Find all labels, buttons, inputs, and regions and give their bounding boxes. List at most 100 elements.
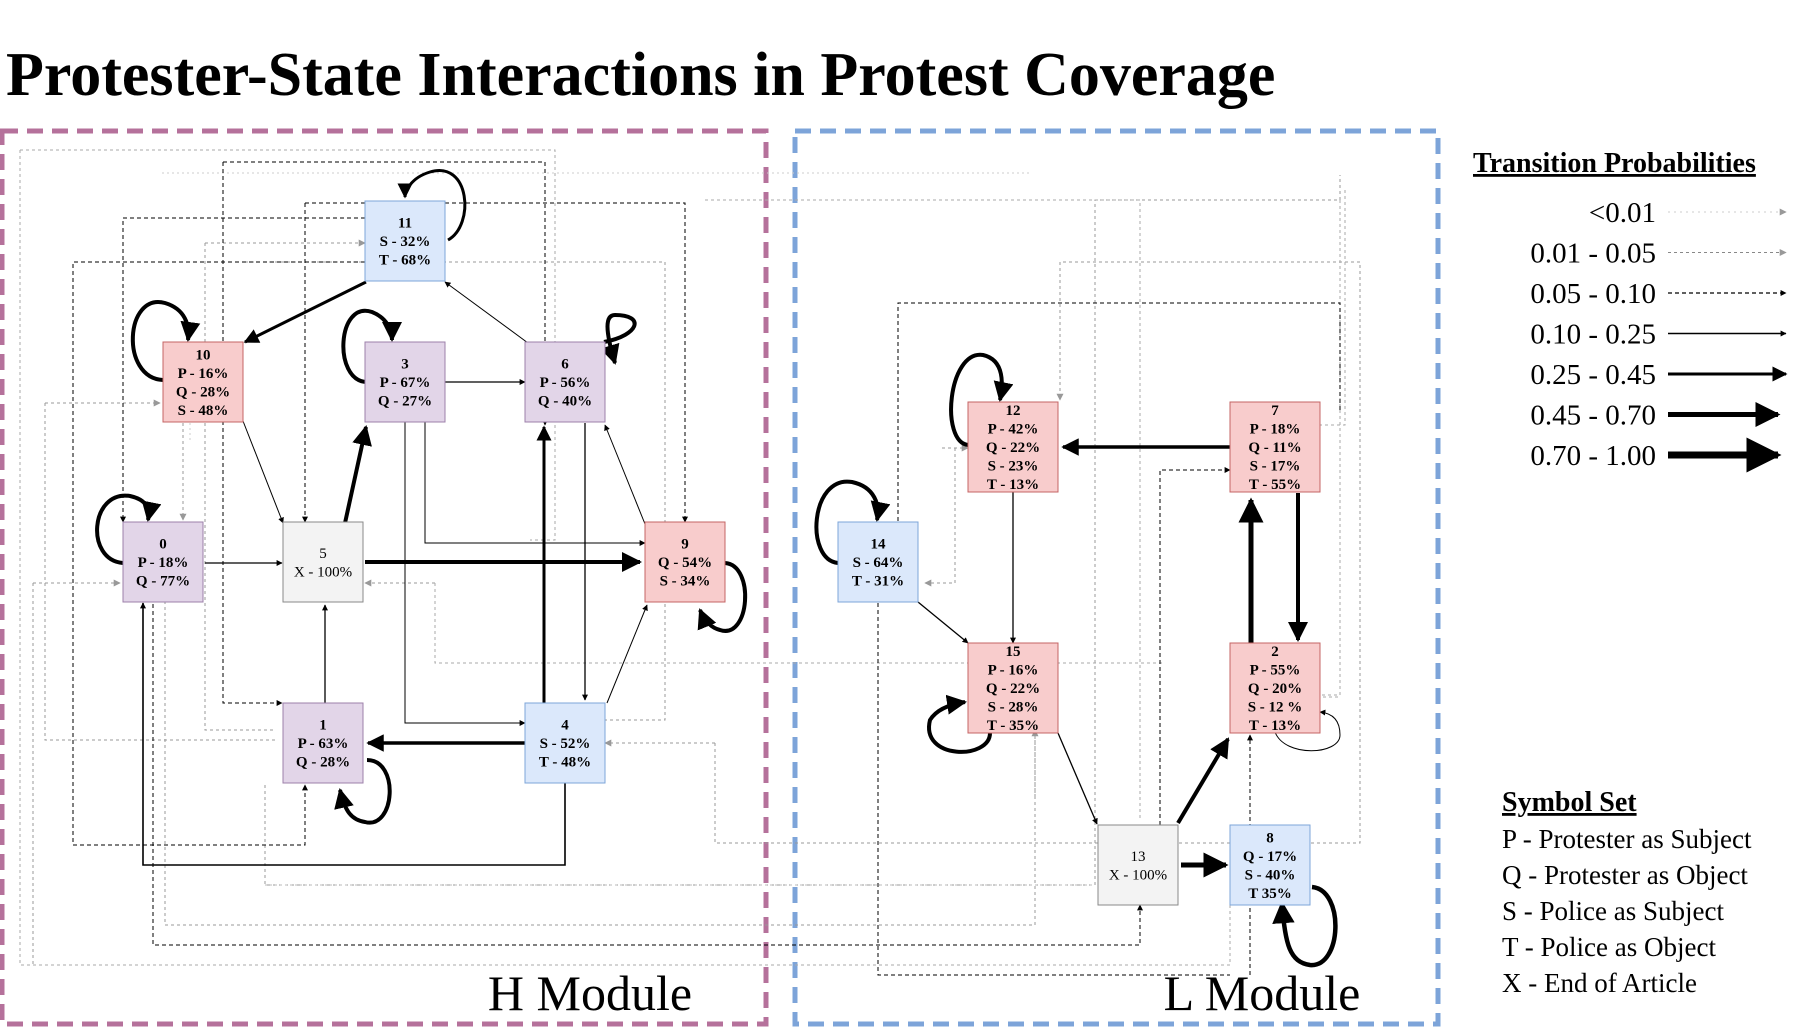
state-node-id: 2 (1271, 644, 1279, 660)
l-module-frame (792, 128, 1441, 1027)
symbol-items: P - Protester as Subject Q - Protester as… (1502, 824, 1752, 998)
route-dashed (305, 202, 688, 523)
state-node-box (282, 521, 364, 603)
loop-11 (397, 169, 467, 242)
state-nodes: 11 S - 32% T - 68% 10P - 16%Q - 28%S - 48% 3… (122, 200, 1321, 906)
state-node-stat: P - 56% (540, 375, 591, 391)
edge-4-9 (606, 604, 648, 704)
edge-9-6 (604, 424, 646, 525)
l-module-label: L Module (1164, 965, 1361, 1021)
route-dashed (152, 583, 1143, 946)
state-node-stat: S - 28% (988, 700, 1039, 716)
state-node-id: 8 (1266, 830, 1274, 846)
route-dashed (120, 217, 365, 523)
state-node-stat: P - 18% (138, 555, 189, 571)
state-node-stat: Q - 27% (378, 394, 432, 410)
state-node-box (1229, 642, 1321, 734)
legend-item: 0.25 - 0.45 (1530, 359, 1788, 391)
page-title: Protester-State Interactions in Protest … (6, 41, 1276, 109)
state-node-stat: S - 34% (660, 574, 711, 590)
route-grey (204, 243, 275, 731)
state-node-id: 12 (1006, 403, 1021, 419)
legend-item-label: 0.25 - 0.45 (1530, 359, 1656, 391)
legend-item-label: <0.01 (1589, 197, 1656, 229)
state-node-id: 3 (401, 357, 409, 373)
state-node-stat: Q - 28% (296, 755, 350, 771)
symbol-item: P - Protester as Subject (1502, 824, 1752, 854)
state-node-5: 5X - 100% (282, 521, 364, 603)
loop-14 (814, 479, 891, 565)
route-solid (140, 602, 566, 866)
route-grey (264, 175, 1341, 886)
state-node-stat: S - 17% (1250, 459, 1301, 475)
route-grey (44, 403, 275, 741)
loop-3 (341, 308, 402, 384)
state-node-stat: X - 100% (1109, 867, 1167, 883)
state-node-stat: P - 16% (988, 663, 1039, 679)
state-node-7: 7P - 18%Q - 11%S - 17%T - 55% (1229, 401, 1321, 493)
symbol-item: Q - Protester as Object (1502, 860, 1748, 890)
state-node-stat: P - 63% (298, 736, 349, 752)
legend-item-label: 0.70 - 1.00 (1530, 440, 1656, 472)
state-node-id: 6 (561, 357, 569, 373)
state-node-stat: S - 40% (1245, 867, 1296, 883)
state-node-id: 1 (319, 718, 327, 734)
route-grey (162, 172, 1031, 175)
loop-6 (600, 312, 637, 365)
state-node-box (282, 702, 364, 784)
state-node-10: 10P - 16%Q - 28%S - 48% (162, 341, 244, 423)
route-grey (1320, 190, 1346, 426)
legend-item-label: 0.45 - 0.70 (1530, 400, 1656, 432)
legend-item-label: 0.10 - 0.25 (1530, 319, 1656, 351)
route-dashed (222, 162, 283, 706)
state-node-stat: Q - 11% (1248, 440, 1301, 456)
state-node-11: 11 S - 32% T - 68% (364, 200, 446, 282)
state-node-stat: T - 31% (852, 574, 904, 590)
legend-item: 0.05 - 0.10 (1530, 278, 1787, 310)
legend-item-label: 0.01 - 0.05 (1530, 238, 1656, 270)
legend-item: 0.10 - 0.25 (1530, 319, 1787, 351)
legend-item: 0.70 - 1.00 (1530, 437, 1782, 473)
state-node-0: 0P - 18%Q - 77% (122, 521, 204, 603)
state-node-box (967, 642, 1059, 734)
state-node-stat: P - 55% (1250, 663, 1301, 679)
state-node-id: 11 (398, 216, 412, 232)
loop-10 (130, 300, 201, 382)
symbol-set-title: Symbol Set (1502, 787, 1637, 818)
state-node-stat: T 35% (1248, 886, 1291, 902)
state-node-box (524, 702, 606, 784)
route-grey (875, 574, 1230, 976)
route-grey (434, 583, 1165, 664)
state-node-stat: P - 42% (988, 422, 1039, 438)
loop-12 (949, 352, 1014, 447)
loop-9 (697, 561, 747, 633)
edge-6-11 (444, 281, 529, 344)
state-node-stat: T - 55% (1249, 477, 1301, 493)
state-node-box (162, 341, 244, 423)
state-node-14: 14S - 64%T - 31% (837, 521, 919, 603)
state-node-box (364, 200, 446, 282)
route-grey (924, 448, 956, 587)
state-node-id: 9 (681, 537, 689, 553)
legend-item: 0.01 - 0.05 (1530, 238, 1787, 270)
route-grey (714, 261, 1361, 844)
loop-1 (334, 758, 392, 825)
state-node-stat: S - 32% (380, 234, 431, 250)
state-node-stat: T - 68% (379, 253, 431, 269)
symbol-item: T - Police as Object (1502, 932, 1716, 962)
state-node-1: 1 P - 63% Q - 28% (282, 702, 364, 784)
route-dashed (1159, 467, 1231, 825)
state-node-box (1229, 401, 1321, 493)
route-dashed (72, 261, 365, 846)
state-node-id: 14 (871, 537, 887, 553)
route-grey (245, 261, 666, 721)
legend-title: Transition Probabilities (1473, 148, 1756, 179)
state-node-3: 3P - 67%Q - 27% (364, 341, 446, 423)
loop-15 (927, 694, 992, 754)
state-node-15: 15P - 16%Q - 22%S - 28%T - 35% (967, 642, 1059, 734)
route-solid (404, 422, 526, 726)
state-node-stat: Q - 20% (1248, 681, 1302, 697)
route-grey (164, 583, 1039, 926)
legend-items: <0.01 0.01 - 0.05 0.05 - 0.10 0.10 - 0.25 0.… (1530, 197, 1788, 473)
